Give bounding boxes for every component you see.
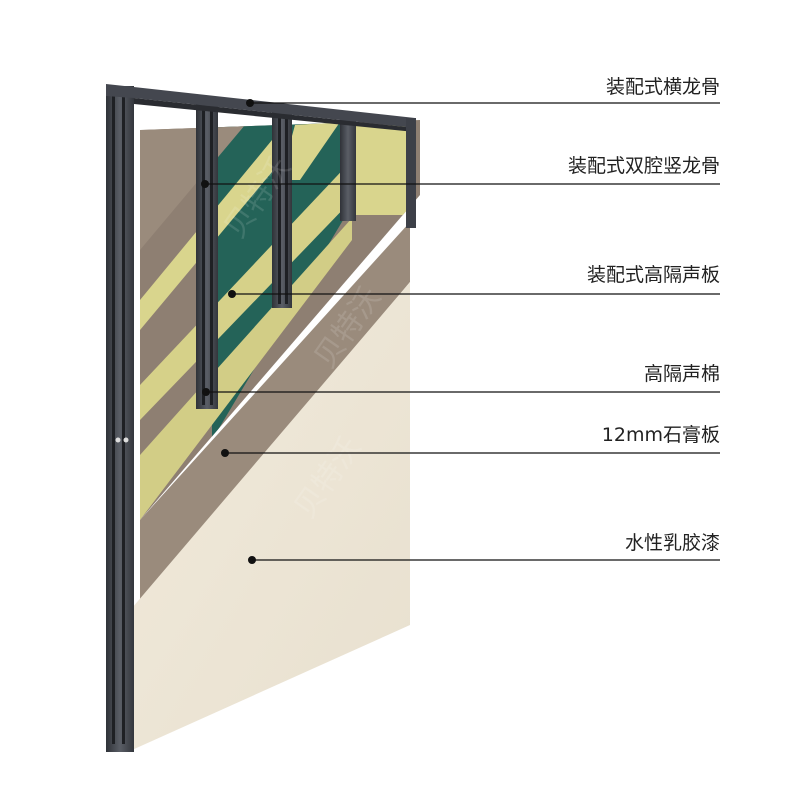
left-frame-post [106,86,134,752]
callout-double-cavity-stud: 装配式双腔竖龙骨 [201,155,720,188]
label-horizontal-stud: 装配式横龙骨 [606,76,720,98]
insulation-band-3 [280,122,340,180]
callout-horizontal-stud: 装配式横龙骨 [246,76,720,107]
callout-latex-paint: 水性乳胶漆 [248,532,720,564]
callout-gypsum-board: 12mm石膏板 [221,423,720,457]
vertical-studs [196,104,356,409]
label-double-cavity-stud: 装配式双腔竖龙骨 [568,155,720,177]
label-latex-paint: 水性乳胶漆 [625,532,720,554]
gypsum-strip-top [140,125,245,250]
callout-insulation-cotton: 高隔声棉 [202,363,720,396]
top-horizontal-track [106,84,415,128]
insulation-block-top [355,125,410,215]
gypsum-board-layer [140,222,410,608]
label-acoustic-board: 装配式高隔声板 [587,264,720,286]
callout-acoustic-board: 装配式高隔声板 [228,264,720,298]
label-gypsum-board: 12mm石膏板 [602,423,720,446]
right-end-cap [406,118,416,228]
label-insulation-cotton: 高隔声棉 [644,363,720,385]
latex-paint-face [132,282,410,750]
insulation-band-2 [140,160,352,420]
